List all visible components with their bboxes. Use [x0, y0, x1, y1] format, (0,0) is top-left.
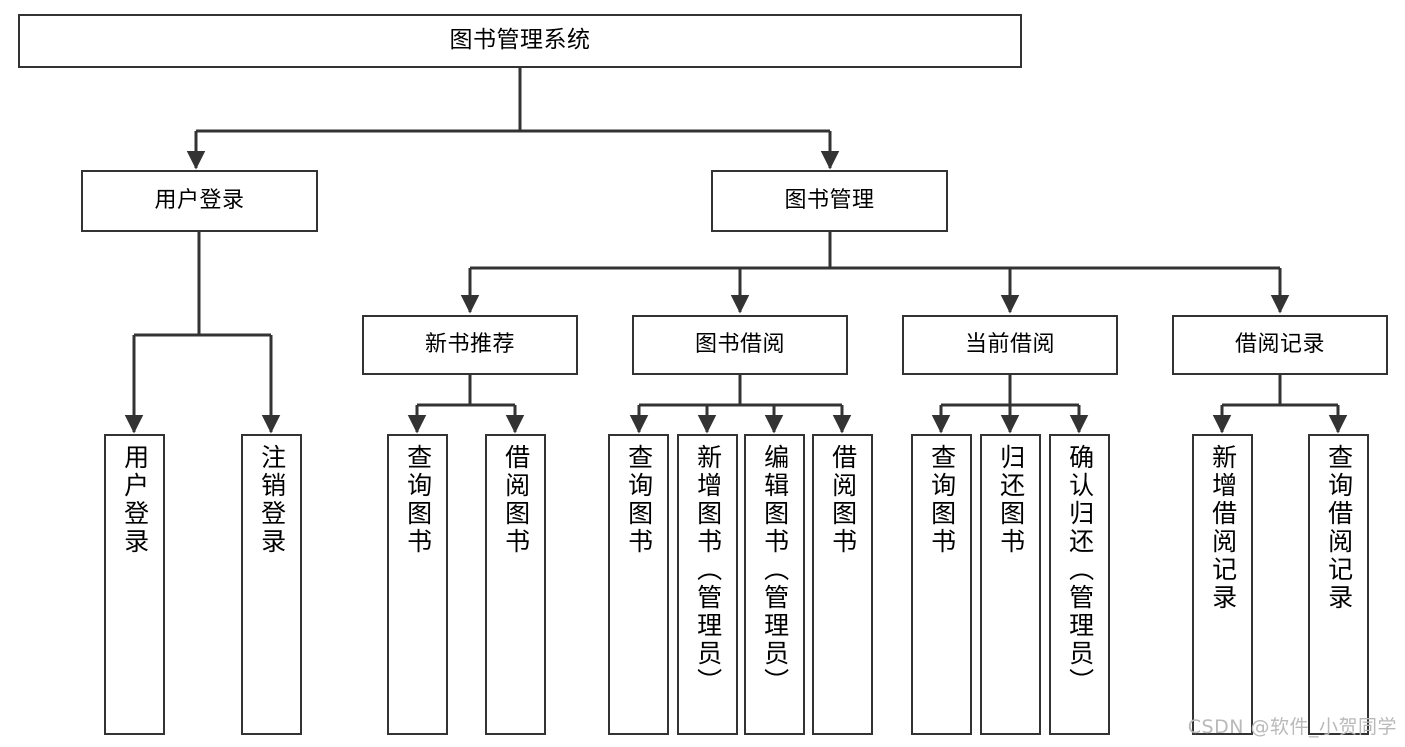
node-label: 查询图书 [624, 444, 654, 556]
node-book-borrowing[interactable]: 图书借阅 [632, 315, 848, 375]
leaf-borrow-book[interactable]: 借阅图书 [812, 434, 873, 735]
node-label: 确认归还（管理员） [1065, 444, 1095, 696]
node-label: 新增借阅记录 [1208, 444, 1238, 612]
node-label: 图书管理 [784, 188, 875, 214]
node-user-login[interactable]: 用户登录 [81, 170, 318, 232]
leaf-confirm-return-admin[interactable]: 确认归还（管理员） [1049, 434, 1110, 735]
leaf-user-login[interactable]: 用户登录 [104, 434, 165, 735]
leaf-edit-book-admin[interactable]: 编辑图书（管理员） [744, 434, 805, 735]
leaf-query-borrow-record[interactable]: 查询借阅记录 [1308, 434, 1369, 735]
node-label: 归还图书 [996, 444, 1026, 556]
node-label: 查询图书 [403, 444, 433, 556]
node-label: 图书管理系统 [449, 27, 591, 54]
leaf-return-book[interactable]: 归还图书 [980, 434, 1041, 735]
node-label: 图书借阅 [694, 332, 785, 358]
leaf-add-borrow-record[interactable]: 新增借阅记录 [1192, 434, 1253, 735]
node-label: 查询图书 [927, 444, 957, 556]
node-current-borrowing[interactable]: 当前借阅 [902, 315, 1118, 375]
node-label: 当前借阅 [964, 332, 1055, 358]
leaf-logout[interactable]: 注销登录 [241, 434, 302, 735]
node-label: 借阅记录 [1234, 332, 1325, 358]
node-label: 查询借阅记录 [1324, 444, 1354, 612]
watermark-text: CSDN @软件_小贺同学 [1187, 716, 1397, 738]
node-label: 用户登录 [120, 444, 150, 556]
node-label: 注销登录 [257, 444, 287, 556]
leaf-query-book-borrowing[interactable]: 查询图书 [608, 434, 669, 735]
leaf-add-book-admin[interactable]: 新增图书（管理员） [677, 434, 738, 735]
node-label: 编辑图书（管理员） [760, 444, 790, 696]
leaf-query-book-current[interactable]: 查询图书 [911, 434, 972, 735]
node-book-management[interactable]: 图书管理 [711, 170, 948, 232]
node-label: 新书推荐 [424, 332, 515, 358]
node-label: 用户登录 [154, 188, 245, 214]
node-borrowing-records[interactable]: 借阅记录 [1172, 315, 1388, 375]
leaf-borrow-book-recommendation[interactable]: 借阅图书 [485, 434, 546, 735]
node-new-book-recommendation[interactable]: 新书推荐 [362, 315, 578, 375]
leaf-query-book-recommendation[interactable]: 查询图书 [387, 434, 448, 735]
node-label: 借阅图书 [501, 444, 531, 556]
node-label: 借阅图书 [828, 444, 858, 556]
node-root-system[interactable]: 图书管理系统 [18, 14, 1022, 68]
node-label: 新增图书（管理员） [693, 444, 723, 696]
